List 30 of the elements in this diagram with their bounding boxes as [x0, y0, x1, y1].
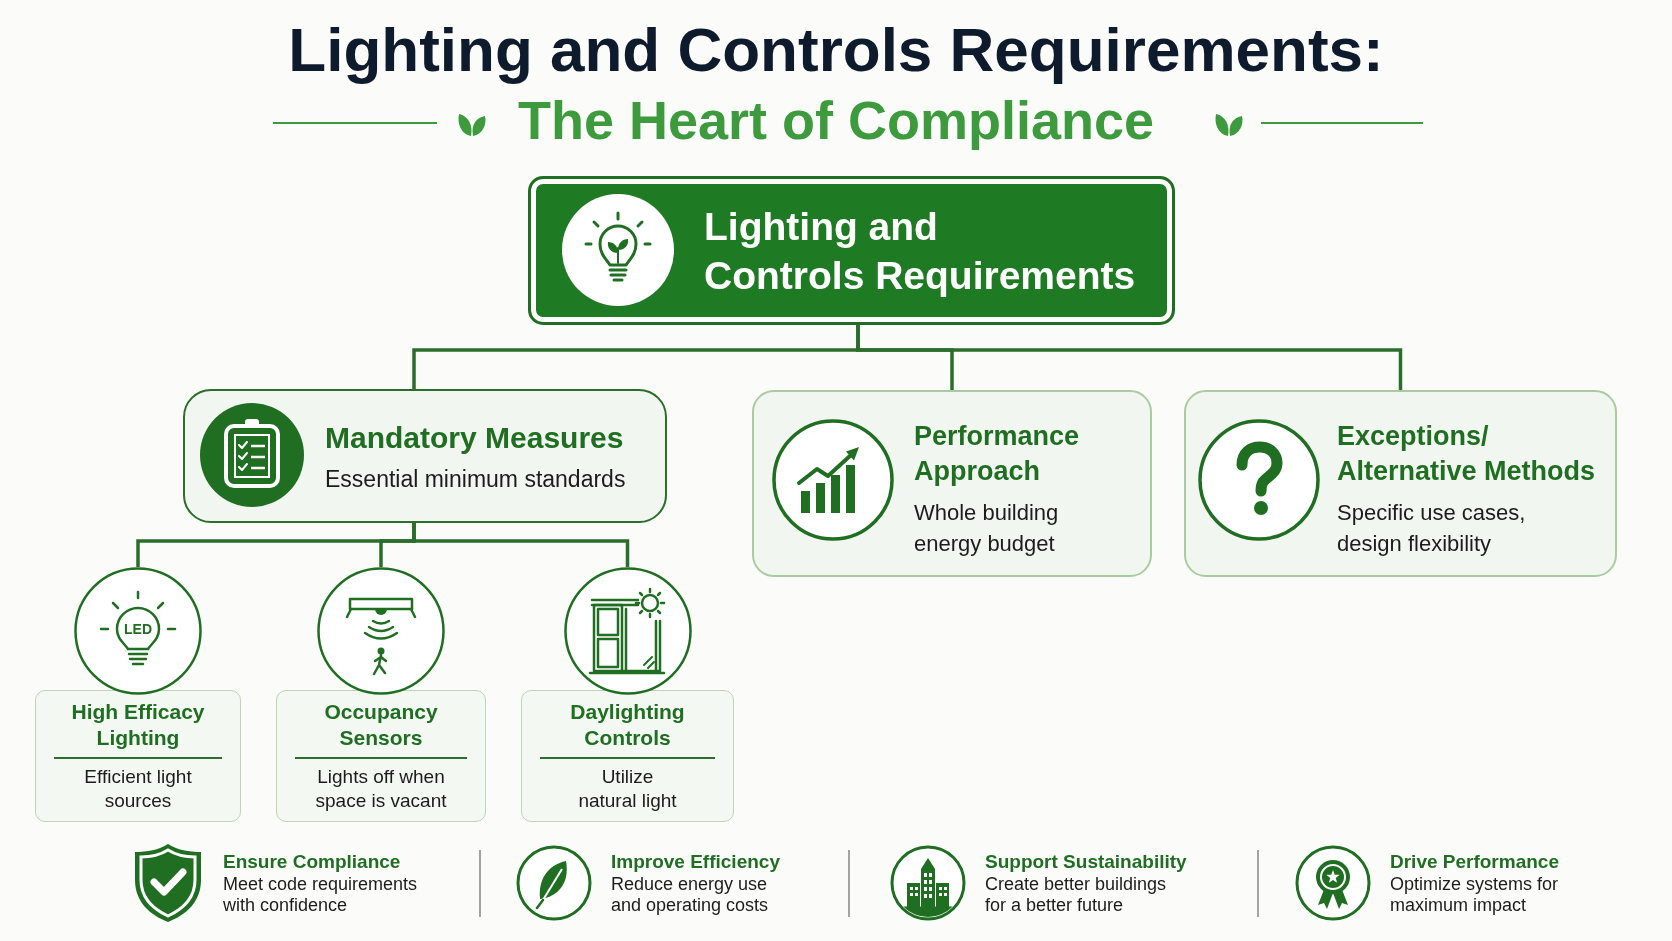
- card-title: Occupancy Sensors: [324, 699, 438, 751]
- category-card: [183, 389, 667, 523]
- benefit-description: Reduce energy use and operating costs: [611, 874, 769, 916]
- connector-line: [856, 325, 1403, 390]
- card-description: Utilize natural light: [578, 765, 677, 813]
- category-card: [752, 390, 1152, 577]
- benefit-title: Drive Performance: [1390, 851, 1559, 873]
- card-description: Specific use cases, design flexibility: [1337, 499, 1526, 558]
- card-description: Essential minimum standards: [325, 465, 626, 494]
- main-topic-panel: [528, 176, 1175, 325]
- benefit-description: Create better buildings for a better future: [985, 874, 1167, 916]
- benefit-description: Meet code requirements with confidence: [223, 874, 418, 916]
- benefit-description: Optimize systems for maximum impact: [1390, 874, 1559, 916]
- title: Lighting and Controls Requirements:: [288, 14, 1384, 86]
- category-card: [1184, 390, 1617, 577]
- card-description: Whole building energy budget: [914, 499, 1059, 558]
- card-title: Exceptions/ Alternative Methods: [1337, 420, 1596, 488]
- card-title: Daylighting Controls: [570, 699, 685, 751]
- card-title: Mandatory Measures: [325, 420, 624, 456]
- card-title: High Efficacy Lighting: [71, 699, 205, 751]
- benefit-title: Improve Efficiency: [611, 851, 780, 873]
- card-description: Efficient light sources: [84, 765, 192, 813]
- card-title: Performance Approach: [914, 420, 1080, 488]
- subtitle: The Heart of Compliance: [517, 89, 1155, 152]
- bulb-label: LED: [124, 620, 152, 638]
- card-description: Lights off when space is vacant: [315, 765, 447, 813]
- benefit-title: Ensure Compliance: [223, 851, 401, 873]
- banner-title: Lighting and Controls Requirements: [704, 204, 1136, 299]
- connector-line: [412, 523, 630, 567]
- benefit-title: Support Sustainability: [985, 851, 1187, 873]
